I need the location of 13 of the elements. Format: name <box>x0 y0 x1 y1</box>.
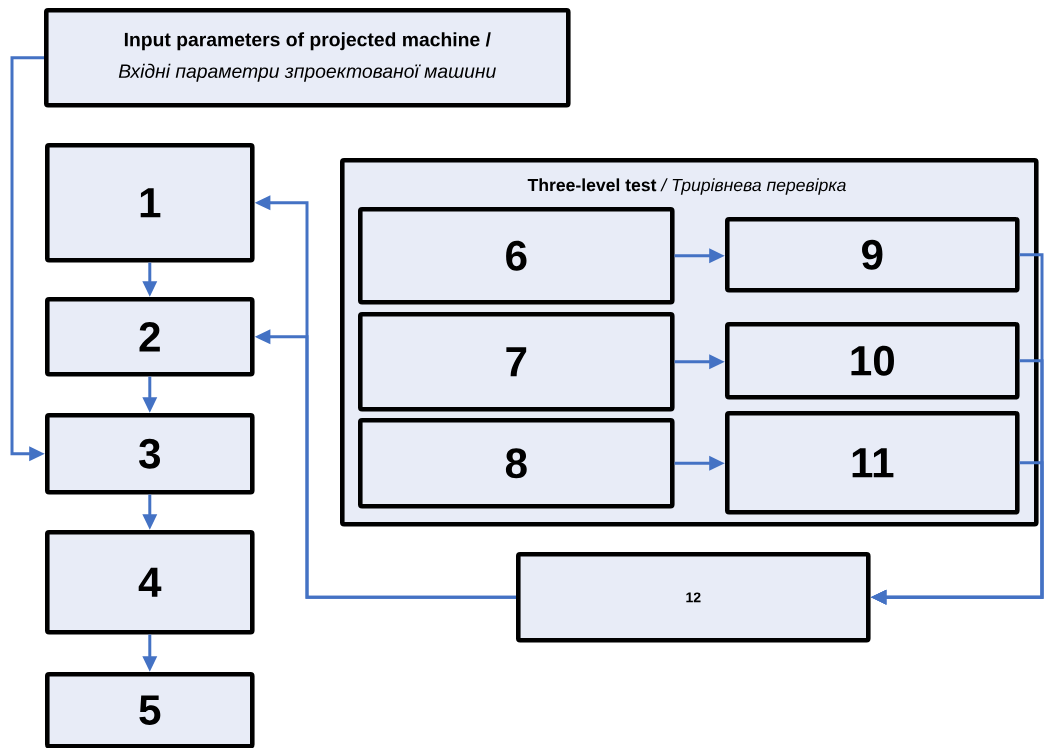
process-box: 10 <box>725 322 1020 400</box>
process-box: 1 <box>45 143 255 263</box>
process-box: 4 <box>45 530 255 635</box>
process-box: 7 <box>358 312 675 412</box>
input-box: Input parameters of projected machine / Вхідні параметри зпроектованої машини <box>44 8 571 108</box>
process-box: 8 <box>358 418 675 509</box>
process-box: 11 <box>725 411 1020 515</box>
process-box: 12 <box>516 552 871 643</box>
process-box: 3 <box>45 413 255 495</box>
process-box: 9 <box>725 217 1020 293</box>
process-box: 2 <box>45 297 255 377</box>
process-box: 6 <box>358 207 675 305</box>
process-box: 5 <box>45 672 255 748</box>
